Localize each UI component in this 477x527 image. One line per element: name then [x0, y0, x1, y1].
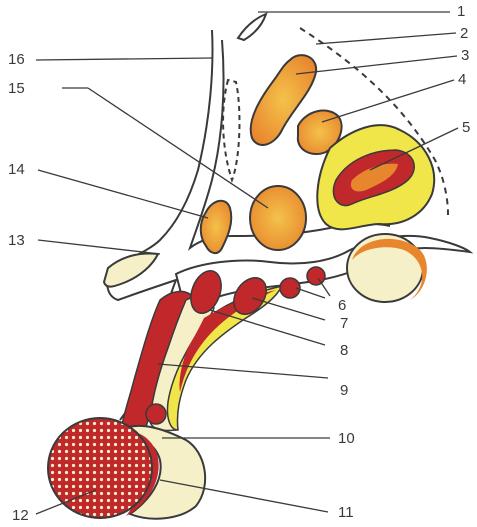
- label-8: 8: [340, 343, 348, 358]
- label-10: 10: [338, 431, 355, 446]
- label-2: 2: [460, 26, 468, 41]
- label-13: 13: [8, 233, 25, 248]
- label-11: 11: [338, 505, 354, 520]
- leader-4: [322, 80, 454, 122]
- leader-6a: [296, 288, 325, 298]
- top-hook: [238, 14, 266, 40]
- leader-15b: [88, 88, 268, 208]
- label-9: 9: [340, 383, 348, 398]
- label-3: 3: [461, 48, 469, 63]
- label-14: 14: [8, 162, 25, 177]
- structure-13: [104, 254, 158, 287]
- label-1: 1: [457, 4, 465, 19]
- label-16: 16: [8, 52, 25, 67]
- structure-15: [250, 186, 306, 250]
- label-6: 6: [338, 298, 346, 313]
- leader-13: [38, 240, 160, 254]
- leader-16: [36, 58, 212, 60]
- leader-14: [38, 170, 208, 218]
- leader-7: [252, 298, 325, 320]
- label-5: 5: [462, 120, 470, 135]
- label-15: 15: [8, 81, 25, 96]
- label-7: 7: [340, 316, 348, 331]
- leader-3: [296, 56, 457, 74]
- structure-10-circle: [146, 404, 166, 424]
- label-12: 12: [12, 508, 29, 523]
- structure-14: [201, 201, 232, 253]
- structure-6b: [307, 267, 325, 285]
- leader-2: [316, 33, 456, 44]
- dashed-outline-left: [223, 80, 239, 180]
- label-4: 4: [458, 72, 466, 87]
